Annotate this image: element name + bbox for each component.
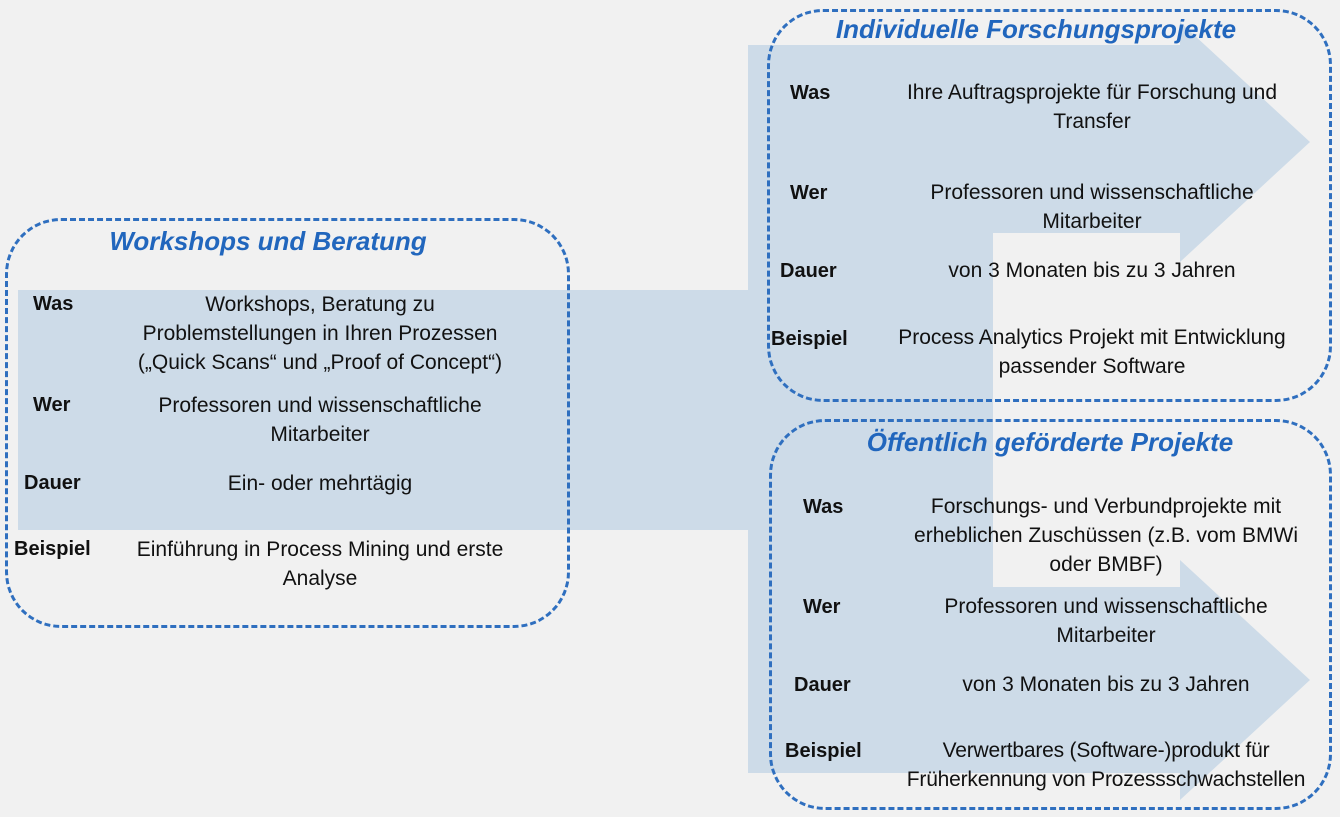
row-value-beispiel: Verwertbares (Software-)produkt für Früh… [906, 739, 1306, 791]
row-value-beispiel: Process Analytics Projekt mit Entwicklun… [898, 326, 1286, 378]
row-label-wer: Wer [33, 394, 71, 416]
row-value-wer: Professoren und wissenschaftliche Mitarb… [944, 595, 1268, 647]
row-value-dauer: von 3 Monaten bis zu 3 Jahren [948, 259, 1236, 282]
row-label-beispiel: Beispiel [14, 538, 91, 560]
row-value-beispiel: Einführung in Process Mining und erste A… [136, 538, 504, 590]
row-label-beispiel: Beispiel [771, 328, 848, 350]
row-value-was: Ihre Auftragsprojekte für Forschung und … [906, 81, 1278, 133]
individual-projects-title: Individuelle Forschungsprojekte [835, 14, 1237, 44]
public-projects-title: Öffentlich geförderte Projekte [866, 427, 1234, 457]
row-label-dauer: Dauer [794, 674, 851, 696]
main-arrow-body [18, 290, 748, 530]
row-label-dauer: Dauer [780, 260, 837, 282]
row-label-dauer: Dauer [24, 472, 81, 494]
row-label-was: Was [33, 293, 74, 315]
row-value-dauer: von 3 Monaten bis zu 3 Jahren [962, 673, 1250, 696]
lower-arrow [748, 290, 1310, 800]
row-label-beispiel: Beispiel [785, 740, 862, 762]
individual-projects-box [767, 9, 1332, 402]
row-value-wer: Professoren und wissenschaftliche Mitarb… [930, 181, 1254, 233]
row-label-wer: Wer [790, 182, 828, 204]
row-value-was: Workshops, Beratung zu Problemstellungen… [137, 293, 503, 374]
row-value-wer: Professoren und wissenschaftliche Mitarb… [158, 394, 482, 446]
workshops-title: Workshops und Beratung [109, 226, 427, 256]
row-value-was: Forschungs- und Verbundprojekte mit erhe… [914, 495, 1298, 576]
workshops-box [5, 218, 570, 628]
row-label-was: Was [790, 82, 831, 104]
row-value-dauer: Ein- oder mehrtägig [227, 472, 413, 495]
row-label-wer: Wer [803, 596, 841, 618]
row-label-was: Was [803, 496, 844, 518]
public-projects-box [769, 419, 1332, 810]
